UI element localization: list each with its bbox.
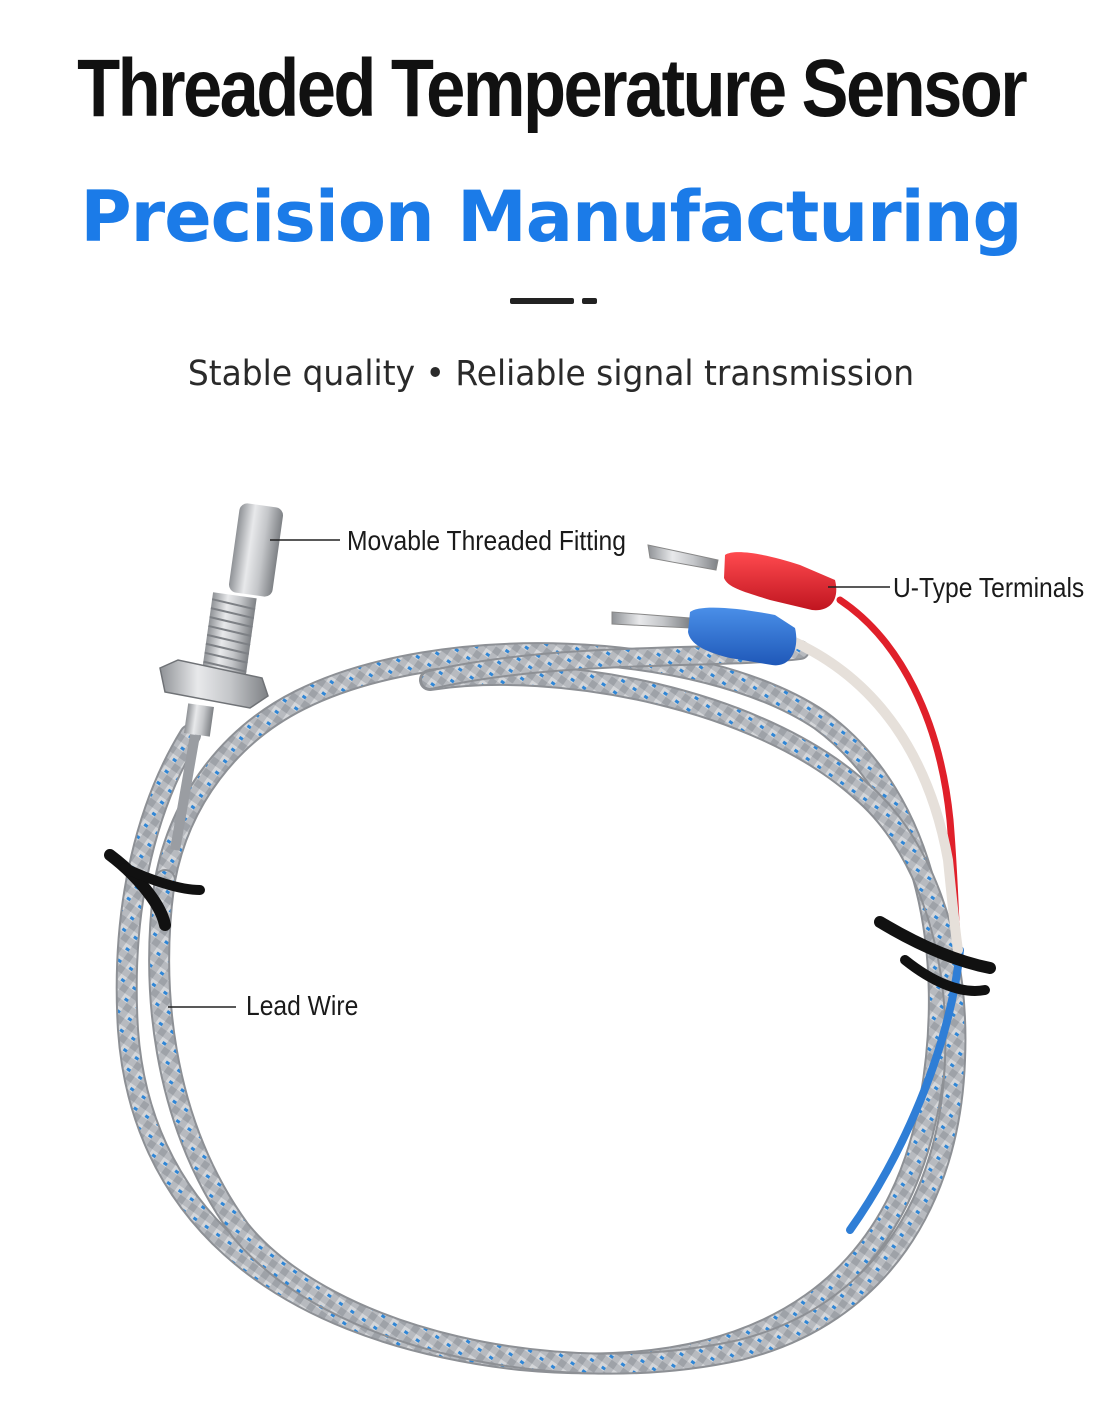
tagline: Stable quality • Reliable signal transmi…	[187, 354, 915, 394]
callout-u-type-terminals: U-Type Terminals	[893, 572, 1085, 603]
divider-short	[582, 298, 597, 304]
divider-long	[510, 298, 574, 304]
u-type-terminals	[611, 544, 837, 666]
page-title: Threaded Temperature Sensor	[77, 43, 1028, 134]
callout-lines	[168, 539, 890, 1008]
terminal-leads	[785, 596, 963, 955]
callout-movable-threaded-fitting: Movable Threaded Fitting	[347, 525, 626, 556]
callout-lead-wire: Lead Wire	[246, 990, 359, 1021]
lead-wire-coil	[115, 640, 967, 1375]
cable-ties	[104, 849, 996, 996]
threaded-fitting	[159, 503, 284, 851]
page-subtitle: Precision Manufacturing	[80, 176, 1022, 258]
